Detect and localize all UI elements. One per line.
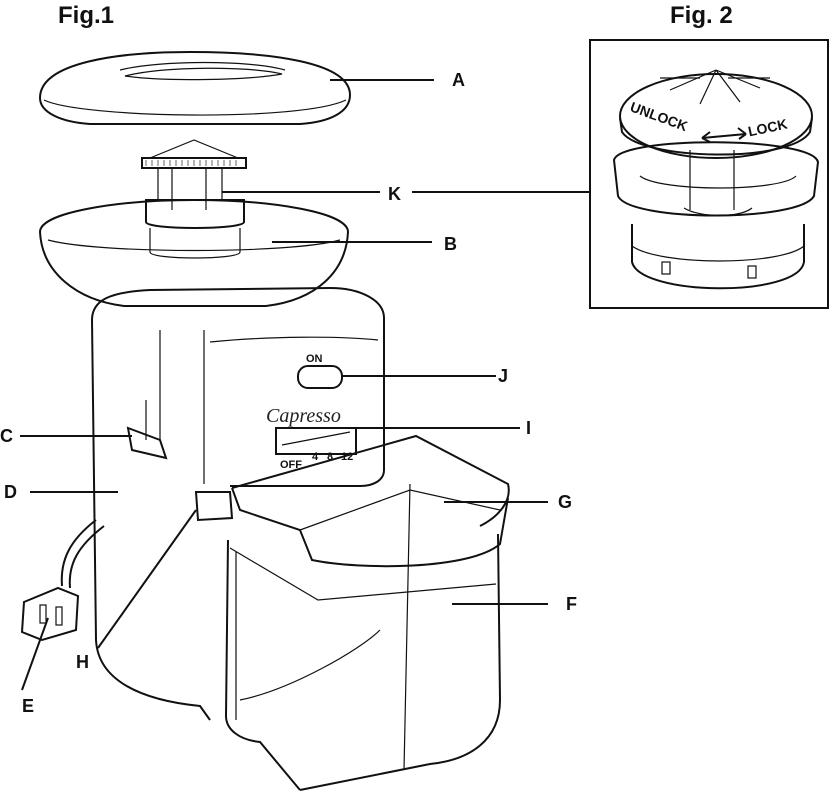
grind-selector[interactable] xyxy=(126,426,168,460)
timer-dial[interactable] xyxy=(275,427,357,455)
callout-c: C xyxy=(0,426,13,446)
callout-a: A xyxy=(452,70,465,90)
on-button[interactable] xyxy=(297,365,343,389)
callout-j: J xyxy=(498,366,508,386)
callout-k: K xyxy=(388,184,401,204)
power-plug xyxy=(20,586,80,642)
fig1-title: Fig.1 xyxy=(58,2,114,29)
brand-logo: Capresso xyxy=(266,405,341,427)
callout-f: F xyxy=(566,594,577,614)
leader-lines xyxy=(20,79,548,691)
burr-collar xyxy=(141,139,247,259)
fig2-frame xyxy=(589,39,829,309)
fig2-title: Fig. 2 xyxy=(670,2,733,29)
fig2-detail: UNLOCK LOCK xyxy=(589,39,829,309)
callout-h: H xyxy=(76,652,89,672)
lid xyxy=(38,50,352,125)
timer-scale-8: 8 xyxy=(327,451,333,463)
callout-e: E xyxy=(22,696,34,716)
on-button-label: ON xyxy=(306,353,323,365)
callout-d: D xyxy=(4,482,17,502)
timer-scale-off: OFF xyxy=(280,459,302,471)
callout-b: B xyxy=(444,234,457,254)
lock-label: LOCK xyxy=(747,116,789,140)
coffee-chute xyxy=(194,491,234,522)
grinder-body: ON Capresso OFF 4 8 12 xyxy=(20,286,385,721)
grounds-container xyxy=(224,434,510,791)
unlock-label: UNLOCK xyxy=(628,99,690,135)
callout-g: G xyxy=(558,492,572,512)
timer-scale-4: 4 xyxy=(312,451,319,463)
bean-hopper xyxy=(38,198,350,307)
grinder-illustration: ON Capresso OFF 4 8 12 xyxy=(0,50,577,791)
callout-i: I xyxy=(526,418,531,438)
